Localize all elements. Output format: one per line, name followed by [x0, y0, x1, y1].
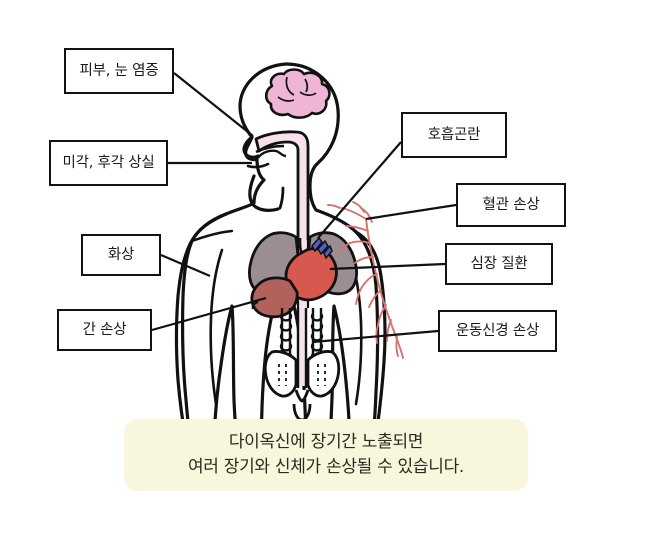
connector-lines	[151, 72, 457, 344]
label-motor-nerve-damage[interactable]: 운동신경 손상	[438, 310, 557, 352]
label-breathing-difficulty[interactable]: 호흡곤란	[401, 112, 507, 158]
brain-organ	[264, 68, 331, 119]
caption-line-1: 다이옥신에 장기간 노출되면	[228, 431, 424, 452]
caption-box: 다이옥신에 장기간 노출되면 여러 장기와 신체가 손상될 수 있습니다.	[124, 419, 528, 491]
label-text: 혈관 손상	[482, 196, 540, 213]
connector-heart-disease	[329, 262, 446, 271]
label-text: 피부, 눈 염증	[79, 62, 159, 79]
heart-organ	[284, 236, 338, 302]
label-text: 화상	[107, 246, 135, 263]
label-text: 미각, 후각 상실	[62, 154, 155, 171]
heart-vessel	[311, 236, 333, 260]
label-taste-smell-loss[interactable]: 미각, 후각 상실	[49, 140, 168, 186]
connector-burns	[160, 253, 211, 278]
label-heart-disease[interactable]: 심장 질환	[445, 243, 553, 285]
liver-organ	[250, 276, 299, 319]
connector-motor-nerve-damage	[312, 329, 439, 344]
label-text: 심장 질환	[470, 255, 528, 272]
pelvis-bone	[263, 350, 341, 422]
connector-breathing-difficulty	[317, 141, 402, 239]
label-burns[interactable]: 화상	[81, 234, 161, 276]
connector-liver-damage	[151, 296, 267, 332]
connector-blood-vessel-damage	[365, 203, 457, 221]
label-skin-eye-inflammation[interactable]: 피부, 눈 염증	[64, 48, 174, 94]
connector-skin-eye-inflammation	[173, 72, 254, 137]
label-blood-vessel-damage[interactable]: 혈관 손상	[456, 183, 566, 227]
label-text: 호흡곤란	[427, 126, 481, 143]
label-text: 운동신경 손상	[455, 322, 540, 339]
caption-line-2: 여러 장기와 신체가 손상될 수 있습니다.	[187, 456, 465, 477]
label-text: 간 손상	[82, 321, 127, 338]
vascular-tree	[327, 201, 404, 359]
label-liver-damage[interactable]: 간 손상	[57, 309, 152, 351]
